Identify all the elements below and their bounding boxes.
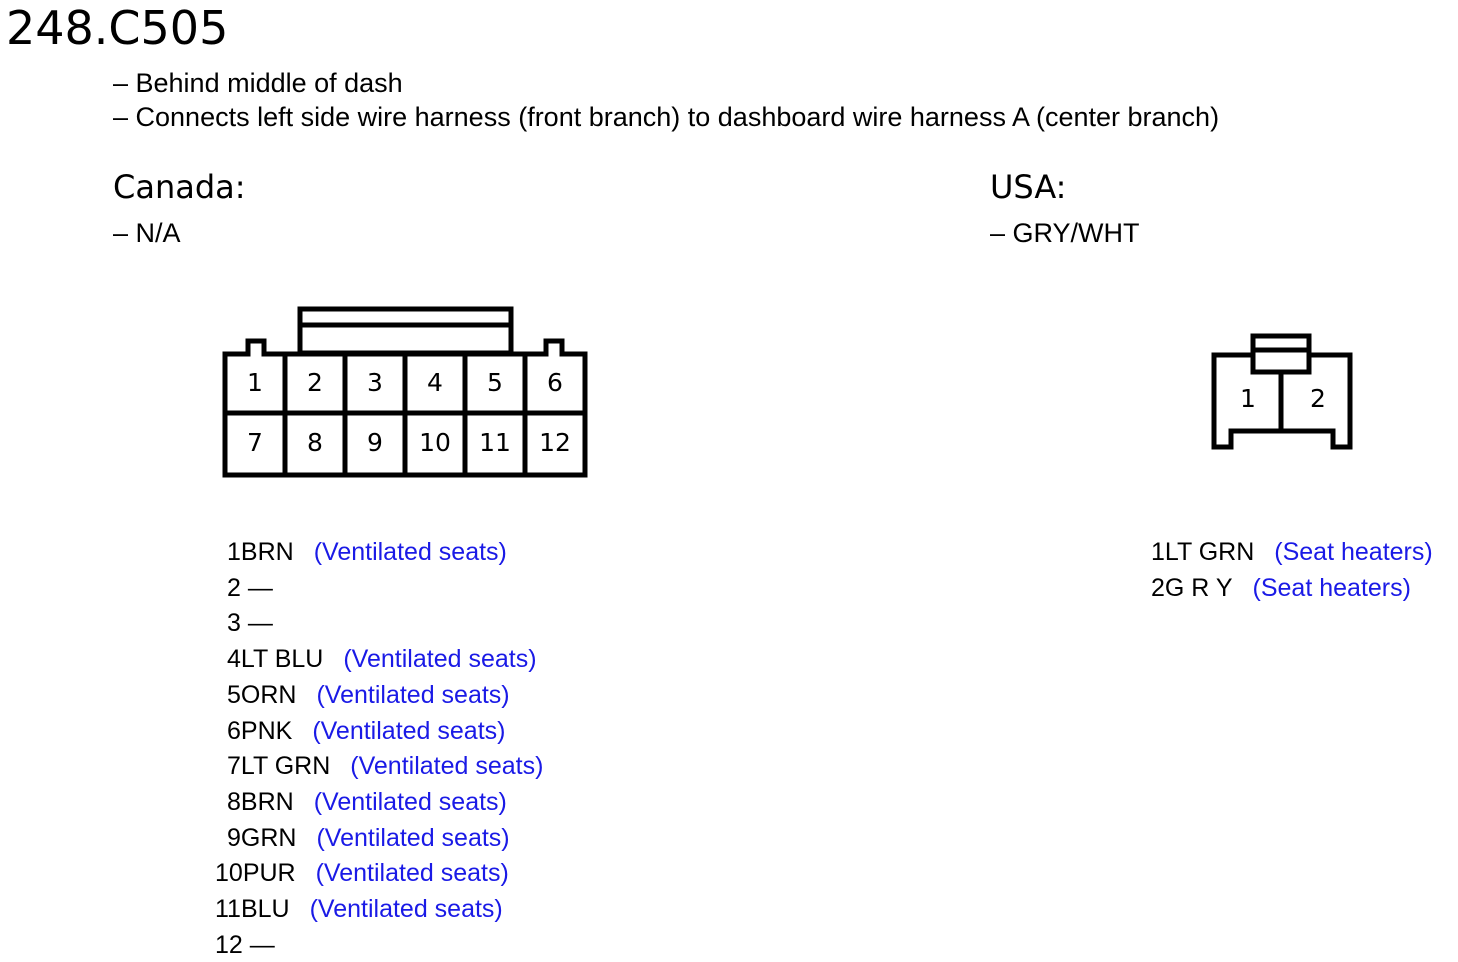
wire-color: PNK [240,716,293,745]
location-description: – Behind middle of dash [113,68,403,98]
pin-row: 1BRN (Ventilated seats) [227,537,507,567]
connector-12-pin [222,306,588,478]
wire-color: LT GRN [1164,538,1255,566]
cavity-label: 10 [419,428,451,457]
usa-heading: USA: [990,168,1067,206]
pin-number: 9 [227,823,241,852]
pin-number: 11 [215,895,241,923]
pin-row: 4LT BLU (Ventilated seats) [227,644,537,674]
circuit-note: (Ventilated seats) [309,895,503,923]
circuit-note: (Ventilated seats) [316,823,510,852]
wire-color: G R Y [1164,574,1233,602]
cavity-label: 3 [367,368,383,397]
circuit-note: (Seat heaters) [1252,574,1411,602]
cavity-label: 7 [247,428,263,457]
harness-description: – Connects left side wire harness (front… [113,102,1220,132]
pin-row: 2G R Y (Seat heaters) [1151,573,1411,603]
connector-title: 248.C505 [6,1,229,55]
pin-row: 7LT GRN (Ventilated seats) [227,751,543,781]
pin-row: 1LT GRN (Seat heaters) [1151,537,1433,567]
cavity-label: 5 [487,368,503,397]
cavity-label: 9 [367,428,383,457]
connector-2-pin [1211,333,1353,450]
connector-latch [297,306,514,356]
connector-body [222,338,588,478]
pin-number: 2 [227,573,241,602]
circuit-note: (Ventilated seats) [312,716,506,745]
wire-color: BRN [240,787,294,816]
circuit-note: (Ventilated seats) [313,787,507,816]
wire-color: — [240,609,273,638]
cavity-label: 11 [479,428,511,457]
pin-row: 9GRN (Ventilated seats) [227,823,510,853]
pin-number: 8 [227,787,241,816]
pin-number: 12 [215,930,243,959]
wire-color: GRN [240,823,297,852]
pin-row: 2 — [227,573,273,603]
cavity-label: 6 [547,368,563,397]
pin-row: 11BLU (Ventilated seats) [215,894,503,924]
connector-body [1211,352,1353,450]
wire-color: PUR [242,859,296,888]
wire-color: ORN [240,680,297,709]
canada-value: – N/A [113,218,181,248]
connector-latch [1250,333,1312,375]
pin-number: 2 [1151,574,1165,602]
pin-row: 5ORN (Ventilated seats) [227,680,510,710]
pin-number: 4 [227,645,241,674]
circuit-note: (Ventilated seats) [313,538,507,566]
pin-row: 6PNK (Ventilated seats) [227,716,505,746]
pin-number: 5 [227,680,241,709]
circuit-note: (Seat heaters) [1274,538,1433,566]
wire-color: BRN [240,538,294,566]
pin-row: 10PUR (Ventilated seats) [215,858,509,888]
cavity-label: 1 [247,368,263,397]
wire-color: LT GRN [240,752,331,781]
pin-number: 1 [227,538,241,566]
pin-row: 12 — [215,930,275,960]
wire-color: BLU [240,895,290,923]
circuit-note: (Ventilated seats) [350,752,544,781]
pin-number: 1 [1151,538,1165,566]
cavity-label: 2 [1310,384,1326,413]
wire-color: LT BLU [240,645,324,674]
canada-heading: Canada: [113,168,246,206]
pin-number: 6 [227,716,241,745]
cavity-label: 8 [307,428,323,457]
usa-value: – GRY/WHT [990,218,1140,248]
circuit-note: (Ventilated seats) [316,680,510,709]
cavity-label: 12 [539,428,571,457]
pin-number: 7 [227,752,241,781]
wire-color: — [242,930,275,959]
pin-row: 8BRN (Ventilated seats) [227,787,507,817]
pin-number: 10 [215,859,243,888]
cavity-label: 4 [427,368,443,397]
circuit-note: (Ventilated seats) [343,645,537,674]
cavity-label: 1 [1240,384,1256,413]
pin-row: 3 — [227,608,273,638]
circuit-note: (Ventilated seats) [315,859,509,888]
cavity-label: 2 [307,368,323,397]
wire-color: — [240,573,273,602]
pin-number: 3 [227,609,241,638]
